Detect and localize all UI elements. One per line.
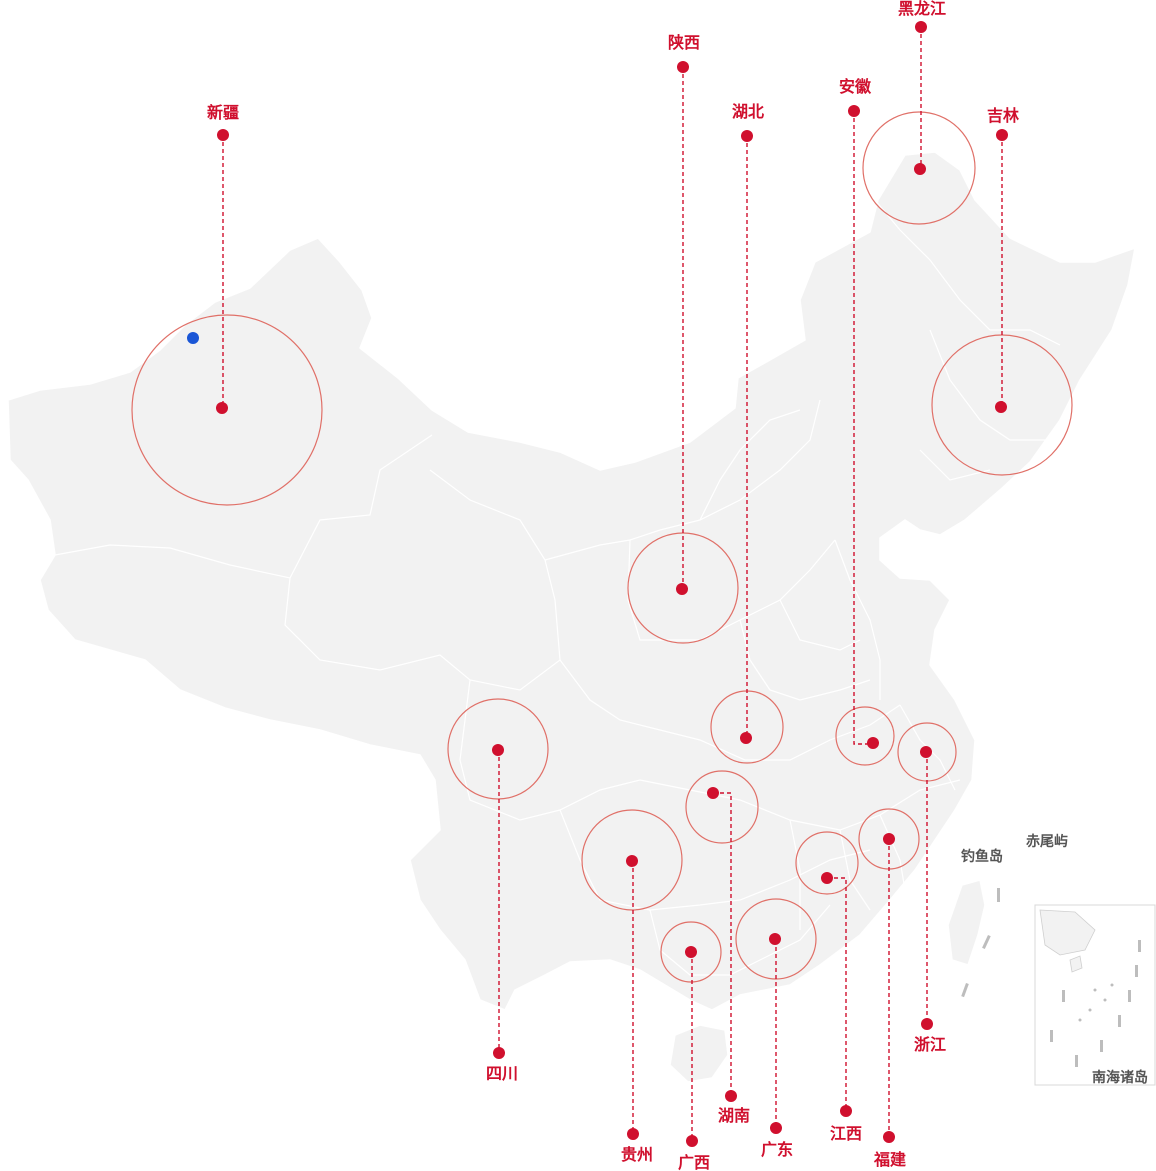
ring-anhui	[835, 706, 895, 766]
callout-anhui[interactable]: 安徽	[835, 77, 895, 766]
ring-jiangxi	[795, 831, 859, 895]
callout-hubei[interactable]: 湖北	[710, 102, 784, 764]
leader-hunan	[713, 792, 732, 1096]
label-shaanxi[interactable]: 陕西	[668, 33, 700, 52]
label-dot-guangdong	[770, 1122, 782, 1134]
hainan-shape	[669, 1024, 729, 1083]
dot-jiangxi	[821, 872, 833, 884]
label-dot-sichuan	[493, 1047, 505, 1059]
label-dot-hubei	[741, 130, 753, 142]
callout-zhejiang[interactable]: 浙江	[897, 722, 957, 1054]
label-dot-zhejiang	[921, 1018, 933, 1030]
callout-jiangxi[interactable]: 江西	[795, 831, 862, 1143]
label-xinjiang[interactable]: 新疆	[207, 103, 239, 122]
label-jiangxi[interactable]: 江西	[830, 1124, 862, 1143]
label-sichuan[interactable]: 四川	[486, 1064, 518, 1083]
label-dot-guangxi	[686, 1135, 698, 1147]
label-dot-shaanxi	[677, 61, 689, 73]
nanhai-label: 南海诸岛	[1092, 1069, 1148, 1086]
callout-hunan[interactable]: 湖南	[685, 770, 759, 1125]
current-location-marker[interactable]	[187, 332, 199, 344]
dot-heilongjiang	[914, 163, 926, 175]
label-dot-fujian	[883, 1131, 895, 1143]
diaoyu-label: 钓鱼岛	[961, 848, 1003, 865]
dot-zhejiang	[920, 746, 932, 758]
dot-shaanxi	[676, 583, 688, 595]
leader-anhui	[853, 111, 872, 745]
label-zhejiang[interactable]: 浙江	[914, 1035, 946, 1054]
callout-sichuan[interactable]: 四川	[447, 698, 549, 1083]
dot-guangxi	[685, 946, 697, 958]
label-guizhou[interactable]: 贵州	[621, 1145, 653, 1164]
province-borders	[54, 199, 1061, 976]
label-jilin[interactable]: 吉林	[987, 106, 1019, 125]
ring-sichuan	[447, 698, 549, 800]
label-heilongjiang[interactable]: 黑龙江	[898, 0, 946, 18]
label-anhui[interactable]: 安徽	[839, 77, 872, 96]
south-china-sea-inset	[1034, 904, 1156, 1086]
label-guangxi[interactable]: 广西	[678, 1153, 710, 1171]
ring-guangxi	[660, 921, 722, 983]
coastal-dashes	[961, 888, 1000, 998]
dot-jilin	[995, 401, 1007, 413]
label-hunan[interactable]: 湖南	[718, 1106, 750, 1125]
chiwei-label: 赤尾屿	[1026, 833, 1068, 850]
label-dot-jilin	[996, 129, 1008, 141]
callout-jilin[interactable]: 吉林	[931, 106, 1073, 476]
label-guangdong[interactable]: 广东	[761, 1140, 793, 1159]
label-dot-anhui	[848, 105, 860, 117]
ring-guizhou	[581, 809, 683, 911]
label-hubei[interactable]: 湖北	[732, 102, 764, 121]
callout-fujian[interactable]: 福建	[858, 808, 920, 1169]
callout-guangxi[interactable]: 广西	[660, 921, 722, 1171]
callout-guizhou[interactable]: 贵州	[581, 809, 683, 1164]
ring-hunan	[685, 770, 759, 844]
dot-guangdong	[769, 933, 781, 945]
dot-hubei	[740, 732, 752, 744]
callout-shaanxi[interactable]: 陕西	[627, 33, 739, 644]
dot-fujian	[883, 833, 895, 845]
label-dot-guizhou	[627, 1128, 639, 1140]
ring-xinjiang	[131, 314, 323, 506]
label-fujian[interactable]: 福建	[873, 1150, 906, 1169]
dot-anhui	[867, 737, 879, 749]
label-dot-heilongjiang	[915, 21, 927, 33]
label-dot-hunan	[725, 1090, 737, 1102]
callout-heilongjiang[interactable]: 黑龙江	[862, 0, 976, 225]
dot-hunan	[707, 787, 719, 799]
ring-heilongjiang	[862, 111, 976, 225]
label-dot-jiangxi	[840, 1105, 852, 1117]
dot-xinjiang	[216, 402, 228, 414]
dot-guizhou	[626, 855, 638, 867]
dot-sichuan	[492, 744, 504, 756]
label-dot-xinjiang	[217, 129, 229, 141]
callout-guangdong[interactable]: 广东	[735, 898, 817, 1159]
callout-xinjiang[interactable]: 新疆	[131, 103, 323, 506]
mainland-china-shape	[7, 151, 1136, 1011]
taiwan-shape	[947, 879, 986, 966]
